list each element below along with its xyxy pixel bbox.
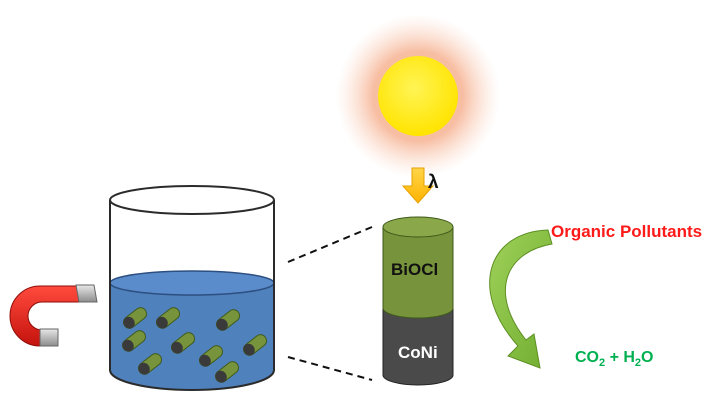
- coni-layer-label: CoNi: [398, 343, 438, 362]
- zoom-line-top: [287, 226, 373, 263]
- product-sub-2b: 2: [634, 357, 642, 370]
- horseshoe-magnet-icon: [9, 284, 98, 347]
- product-co: CO: [575, 349, 599, 366]
- product-o: O: [641, 349, 654, 366]
- beaker-icon: [109, 185, 275, 391]
- sun-icon: [336, 14, 500, 178]
- zoom-line-bottom: [287, 356, 373, 381]
- organic-pollutants-label: Organic Pollutants: [551, 222, 703, 241]
- rod-cylinder: [382, 216, 454, 386]
- product-plus-h: + H: [605, 349, 635, 366]
- product-label: CO2 + H2O: [575, 349, 654, 369]
- reaction-arrow-icon: [489, 229, 553, 369]
- biocl-layer-label: BiOCl: [391, 260, 439, 279]
- product-sub-2: 2: [599, 357, 606, 370]
- light-arrow-icon: [401, 167, 435, 204]
- wavelength-label: λ: [428, 172, 439, 193]
